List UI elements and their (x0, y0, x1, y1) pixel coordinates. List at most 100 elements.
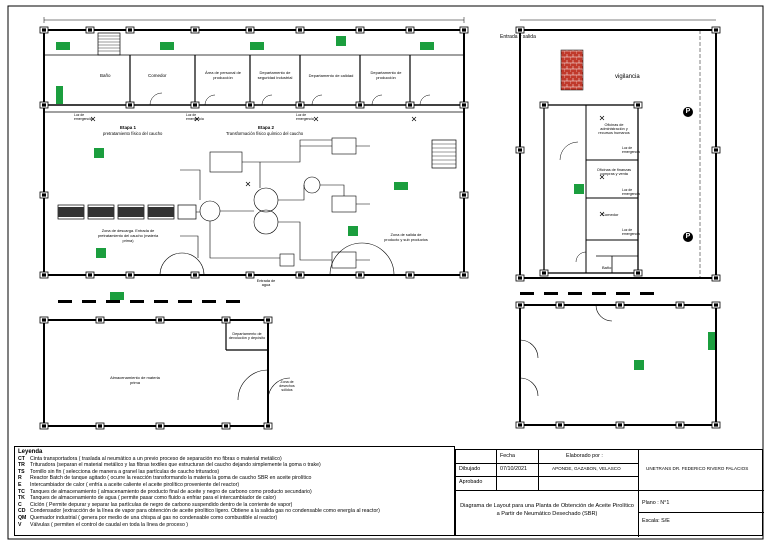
exit-sign-icon (56, 86, 63, 104)
structural-column (459, 191, 469, 199)
structural-column (95, 316, 105, 324)
label-entrada-agua: Entrada de agua (256, 279, 276, 287)
structural-column (515, 146, 525, 154)
label-oficinas-admin: Oficinas de administración y recursos hu… (598, 123, 630, 135)
structural-column (295, 271, 305, 279)
label-zona-desechos: Zona de desechos sólidos (279, 380, 295, 392)
exit-sign-icon (336, 36, 346, 46)
admin-building (519, 19, 717, 279)
label-zona-descarga: Zona de descarga. Entrada de pretratamie… (97, 228, 159, 243)
label-comedor-2: Comedor (602, 212, 619, 217)
label-calidad: Departamento de calidad (308, 73, 354, 78)
label-etapa2-sub: Transformación físico químico del caucho (226, 131, 304, 136)
structural-column (39, 191, 49, 199)
structural-column (459, 271, 469, 279)
structural-column (633, 101, 643, 109)
structural-column (355, 101, 365, 109)
exit-sign-icon (250, 42, 264, 50)
structural-column (295, 101, 305, 109)
drawing-title: Diagrama de Layout para una Planta de Ob… (460, 503, 634, 517)
structural-column (459, 101, 469, 109)
exit-sign-icon (574, 184, 584, 194)
exit-sign-icon (708, 332, 715, 350)
parking-sign-2: P (683, 232, 693, 242)
structural-column (675, 421, 685, 429)
structural-column (39, 316, 49, 324)
exit-sign-icon (348, 226, 358, 236)
structural-column (633, 269, 643, 277)
conveyor-line (57, 204, 197, 220)
autores-value: APONDE, GAZABON, VELASCO (552, 466, 621, 471)
label-entrada-salida: Entrada y salida (500, 34, 536, 40)
structural-column (39, 101, 49, 109)
label-produccion: Departamento de producción (370, 70, 402, 80)
label-almacenamiento: Almacenamiento de materia prima (110, 375, 160, 385)
emergency-light-marks (90, 115, 605, 217)
structural-column (405, 101, 415, 109)
exit-sign-icon (94, 148, 104, 158)
structural-column (39, 422, 49, 430)
structural-column (295, 26, 305, 34)
structural-column (555, 301, 565, 309)
exit-sign-icon (420, 42, 434, 50)
structural-column (125, 271, 135, 279)
structural-column (245, 26, 255, 34)
structural-column (515, 421, 525, 429)
structural-column (39, 26, 49, 34)
structural-column (515, 301, 525, 309)
label-area-personal: Área de personal de producción (204, 70, 242, 80)
emergency-light-label: Luz de emergencia (622, 146, 640, 154)
fecha-value: 07/10/2021 (500, 466, 527, 472)
structural-column (245, 101, 255, 109)
label-seguridad: Departamento de seguridad industrial (257, 70, 293, 80)
exit-sign-icon (160, 42, 174, 50)
structural-column (675, 301, 685, 309)
aprobado-label: Aprobado (459, 479, 483, 485)
stairs-right (431, 139, 457, 169)
structural-column (85, 26, 95, 34)
structural-column (85, 271, 95, 279)
emergency-light-label: Luz de emergencia (622, 188, 640, 196)
structural-column (555, 421, 565, 429)
exit-sign-icon (96, 248, 106, 258)
emergency-light-label: Luz de emergencia (74, 113, 92, 121)
fecha-label: Fecha (500, 453, 515, 459)
emergency-light-label: Luz de emergencia (186, 113, 204, 121)
label-bano: Baño (100, 73, 111, 78)
label-etapa2: Etapa 2 (258, 125, 275, 130)
structural-column (459, 26, 469, 34)
exit-sign-icon (56, 42, 70, 50)
title-block: Fecha Elaborado por : Dibujado 07/10/202… (455, 449, 764, 537)
exit-sign-icon (394, 182, 408, 190)
emergency-light-label: Luz de emergencia (622, 228, 640, 236)
structural-column (95, 422, 105, 430)
label-etapa1: Etapa 1 (120, 125, 137, 130)
structural-column (355, 26, 365, 34)
structural-column (155, 316, 165, 324)
universidad: UNETRANS DR. FEDERICO RIVERO PALACIOS (646, 466, 749, 471)
structural-column (125, 26, 135, 34)
structural-column (711, 301, 721, 309)
label-vigilancia: vigilancia (615, 74, 640, 80)
structural-column (615, 421, 625, 429)
structural-column (221, 422, 231, 430)
label-bano-2: Baño (602, 265, 612, 270)
label-dep-devolucion: Departamento de devolución y depósito (228, 332, 266, 340)
label-comedor: Comedor (148, 73, 167, 78)
structural-column (515, 26, 525, 34)
structural-column (245, 271, 255, 279)
structural-column (125, 101, 135, 109)
structural-column (711, 274, 721, 282)
structural-column (615, 301, 625, 309)
structural-column (190, 26, 200, 34)
road-markings (58, 292, 654, 303)
structural-column (405, 26, 415, 34)
structural-column (355, 271, 365, 279)
